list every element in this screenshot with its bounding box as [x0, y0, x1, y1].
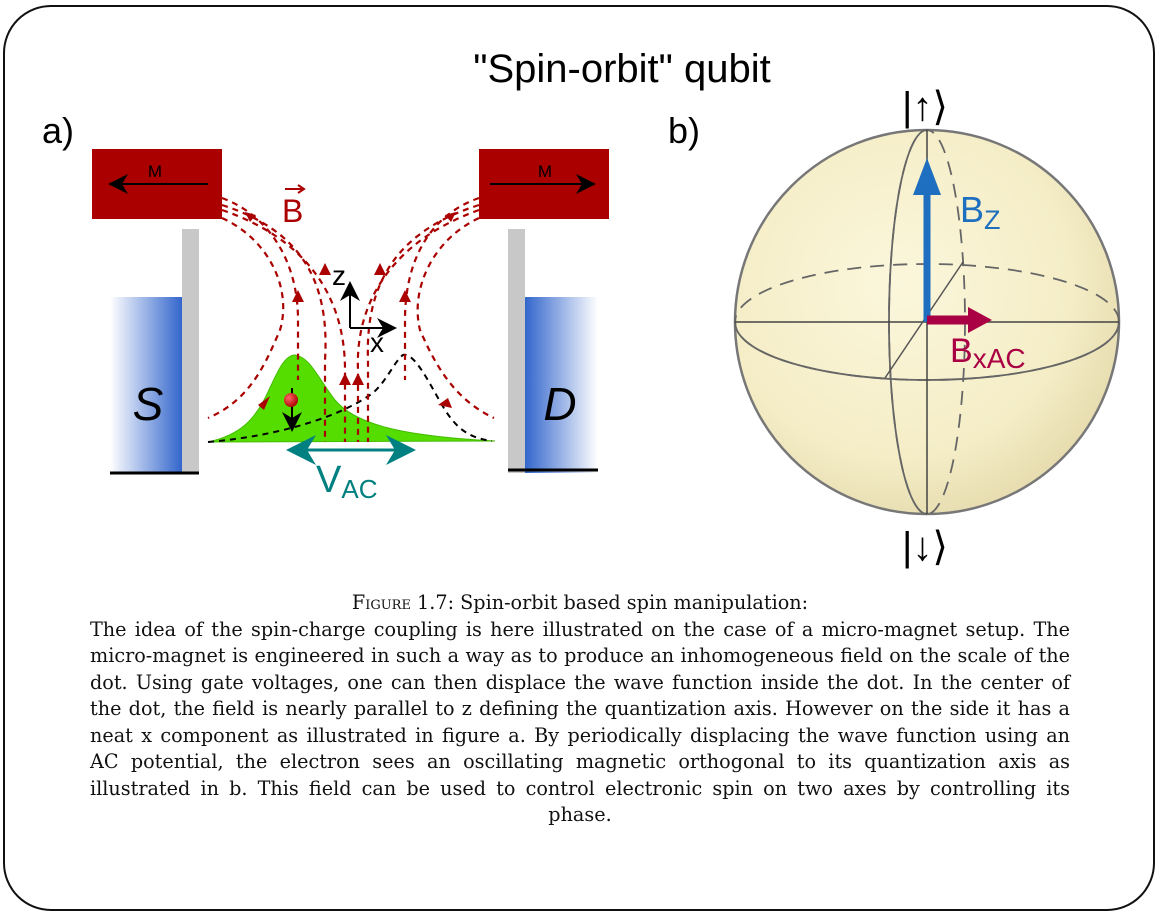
magnet-right: M [479, 149, 609, 219]
panel-b-label: b) [668, 110, 700, 151]
magnet-left: M [92, 149, 222, 219]
gate-left [182, 229, 199, 473]
coordinate-axes: z x [332, 260, 397, 358]
vac-label: VAC [316, 459, 377, 504]
drain-electrode: D [508, 297, 598, 473]
field-label: B [282, 184, 306, 229]
caption-body: The idea of the spin-charge coupling is … [90, 617, 1070, 827]
source-label: S [133, 378, 164, 430]
caption-heading: Figure 1.7: Spin-orbit based spin manipu… [351, 591, 809, 614]
bx-arrow [927, 307, 992, 333]
figure-frame [3, 5, 1155, 911]
bz-arrow [913, 158, 941, 322]
electron [282, 388, 302, 432]
figure-caption: Figure 1.7: Spin-orbit based spin manipu… [90, 590, 1070, 829]
svg-text:B: B [282, 193, 303, 229]
gate-right [508, 229, 525, 473]
ket-down: |↓⟩ [902, 525, 948, 569]
field-arrowheads [245, 212, 456, 410]
figure-title: "Spin-orbit" qubit [473, 47, 770, 91]
source-electrode: S [110, 297, 199, 475]
wave-function [207, 354, 496, 443]
axis-x-label: x [370, 327, 384, 358]
magnet-right-label: M [538, 162, 552, 181]
axis-z-label: z [332, 260, 346, 291]
bx-label: BxAC [950, 332, 1026, 374]
ket-up: |↑⟩ [902, 85, 948, 129]
magnet-left-label: M [148, 162, 162, 181]
field-lines [207, 196, 495, 442]
drain-label: D [543, 378, 576, 430]
panel-a-label: a) [42, 110, 74, 151]
bz-label: BZ [960, 189, 1001, 235]
